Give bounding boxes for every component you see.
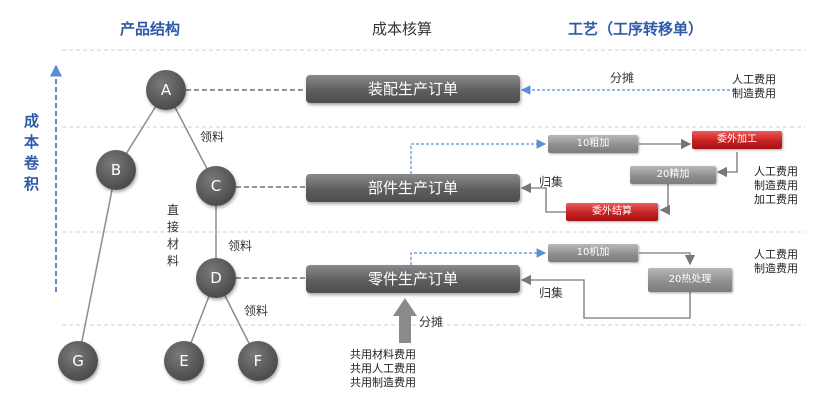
cost-item: 共用材料费用 [350, 348, 416, 361]
cost-item: 制造费用 [732, 87, 776, 100]
cost-list-bottom: 人工费用 制造费用 [754, 248, 798, 276]
cost-item: 制造费用 [754, 262, 798, 275]
direct-material-label: 直 接 材 料 [166, 202, 180, 270]
flow-finish-to-settle [659, 184, 671, 216]
pick-label-1: 领料 [200, 130, 225, 144]
edge-b-g [77, 169, 117, 362]
cost-item: 制造费用 [754, 179, 798, 192]
cost-item: 加工费用 [754, 193, 798, 206]
pick-label-2: 领料 [228, 239, 253, 253]
side-label-cost-rollup: 成 本 卷 积 [24, 111, 40, 195]
node-f[interactable]: F [238, 341, 278, 381]
step-rough[interactable]: 10粗加 [548, 135, 638, 153]
node-c[interactable]: C [196, 166, 236, 206]
flow-components-to-machining [410, 248, 547, 265]
header-process: 工艺（工序转移单） [568, 20, 704, 38]
flow-parts-to-rough [410, 139, 547, 174]
direct-material-char: 直 [166, 203, 179, 217]
side-label-char: 本 [24, 133, 40, 151]
step-outsource-settle[interactable]: 委外结算 [566, 203, 658, 221]
step-heat-treatment[interactable]: 20热处理 [648, 268, 732, 292]
flow-heat-to-components [520, 274, 691, 319]
cost-item: 人工费用 [754, 248, 798, 261]
allocate-label-bottom: 分摊 [419, 315, 444, 329]
cost-item: 共用制造费用 [350, 376, 416, 389]
cost-list-middle: 人工费用 制造费用 加工费用 [754, 165, 798, 207]
node-b[interactable]: B [96, 150, 136, 190]
direct-material-char: 接 [166, 220, 179, 234]
cost-item: 人工费用 [754, 165, 798, 178]
pick-label-3: 领料 [244, 304, 269, 318]
direct-material-char: 材 [166, 237, 179, 251]
flow-machining-to-heat [639, 252, 696, 266]
step-outsource[interactable]: 委外加工 [692, 131, 782, 149]
side-label-char: 成 [24, 112, 40, 130]
header-costing: 成本核算 [372, 20, 433, 38]
cost-item: 共用人工费用 [350, 362, 416, 375]
node-d[interactable]: D [196, 258, 236, 298]
flow-outsource-to-finish [716, 152, 738, 178]
components-order[interactable]: 零件生产订单 [306, 265, 520, 293]
collect-label-1: 归集 [539, 175, 564, 189]
assembly-order[interactable]: 装配生产订单 [306, 75, 520, 103]
step-machining[interactable]: 10机加 [548, 244, 638, 262]
collect-label-2: 归集 [539, 286, 564, 300]
allocate-label-top: 分摊 [610, 71, 635, 85]
header-structure: 产品结构 [120, 20, 181, 38]
side-label-char: 积 [24, 175, 40, 193]
shared-cost-list: 共用材料费用 共用人工费用 共用制造费用 [350, 348, 416, 390]
cost-item: 人工费用 [732, 73, 776, 86]
node-e[interactable]: E [164, 341, 204, 381]
node-g[interactable]: G [58, 341, 98, 381]
flow-settle-to-parts [520, 182, 566, 213]
direct-material-char: 料 [166, 254, 179, 268]
shared-allocate-arrow [393, 298, 417, 343]
step-finish[interactable]: 20精加 [630, 166, 716, 184]
node-a[interactable]: A [146, 70, 186, 110]
cost-list-top: 人工费用 制造费用 [732, 73, 776, 101]
side-label-char: 卷 [24, 154, 40, 172]
parts-order[interactable]: 部件生产订单 [306, 174, 520, 202]
